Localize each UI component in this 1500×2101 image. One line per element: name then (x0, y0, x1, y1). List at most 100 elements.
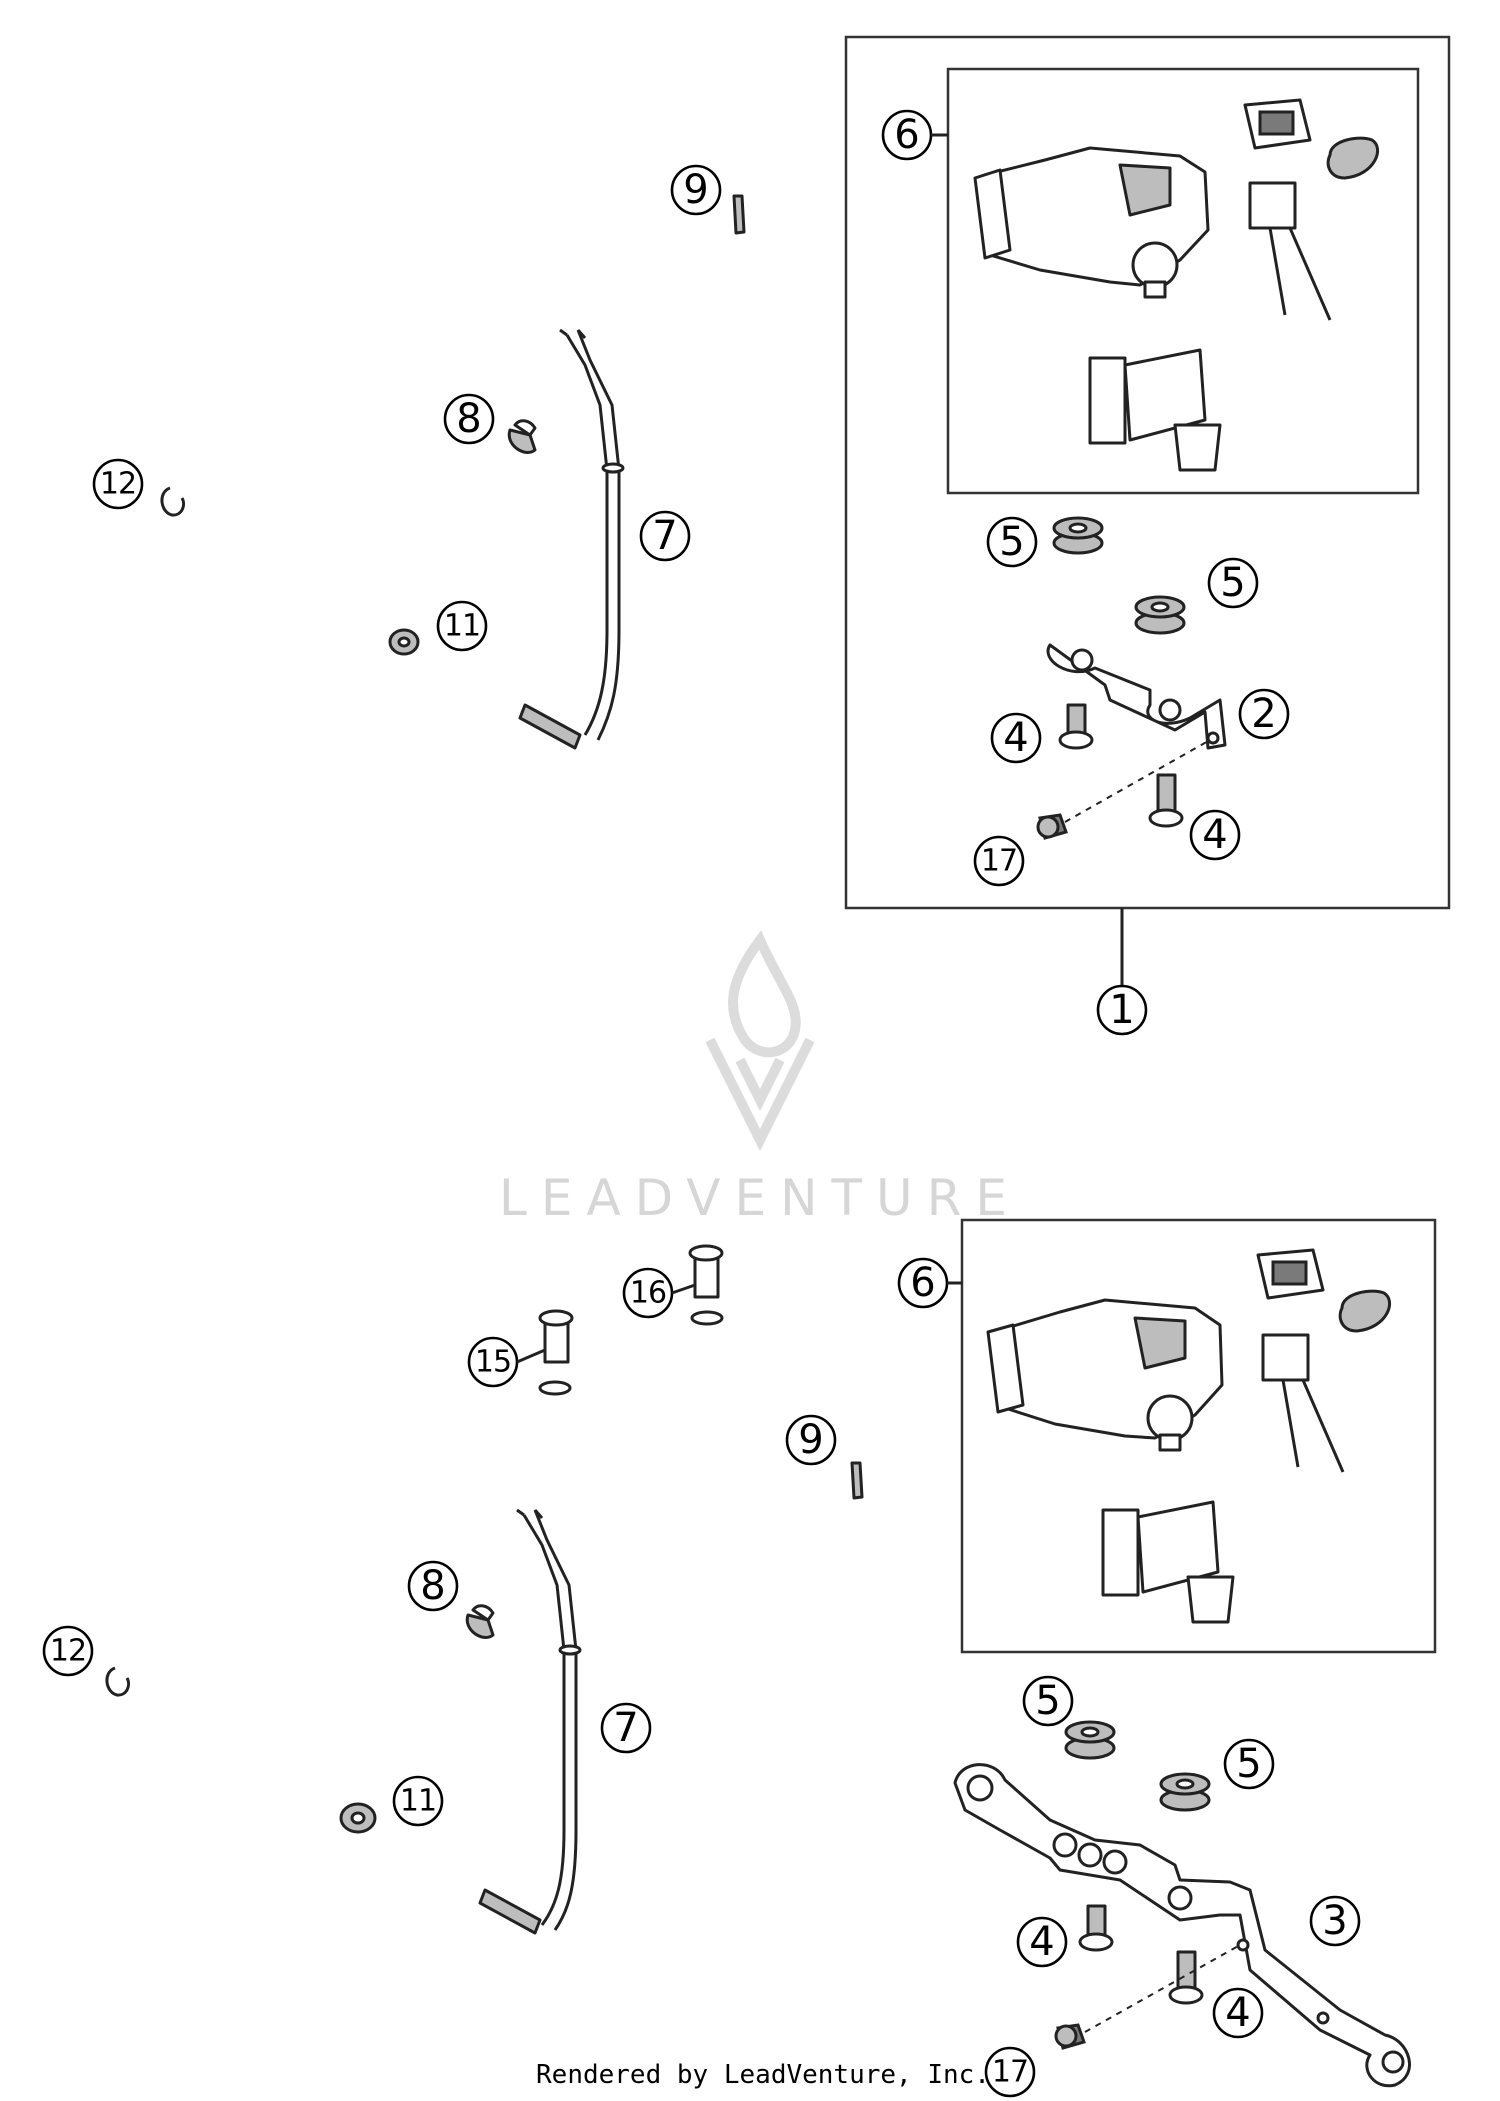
top-display-unit (1243, 98, 1312, 150)
bottom-screw (1054, 2023, 1086, 2050)
bottom-bolt-16 (688, 1244, 724, 1326)
top-callout-5a-label: 5 (999, 519, 1024, 565)
top-callout-8: 8 (443, 393, 495, 445)
bottom-damper-b (1159, 1772, 1211, 1812)
bottom-callout-6-label: 6 (910, 1260, 935, 1306)
bottom-callout-17: 17 (984, 2046, 1036, 2098)
top-callout-4b: 4 (1189, 809, 1241, 861)
top-callout-17-label: 17 (981, 844, 1017, 879)
bottom-pin (850, 1461, 864, 1500)
top-callout-6: 6 (881, 109, 933, 161)
bottom-switch-housing (986, 1298, 1224, 1452)
top-callout-7-label: 7 (652, 513, 677, 559)
bottom-bolt-15 (538, 1309, 574, 1396)
bottom-callout-16-label: 16 (630, 1276, 666, 1311)
watermark-text: LEADVENTURE (499, 1169, 1021, 1227)
top-cable (518, 328, 625, 750)
bottom-callout-3-label: 3 (1322, 1898, 1347, 1944)
bottom-callout-15-label: 15 (475, 1345, 511, 1380)
top-screw-line (1064, 739, 1211, 823)
top-nut (388, 628, 420, 656)
top-connector (1248, 181, 1332, 321)
bottom-callout-11: 11 (392, 1775, 444, 1827)
bottom-callout-4b-label: 4 (1225, 1990, 1250, 2036)
bottom-callout-12: 12 (42, 1625, 94, 1677)
bottom-callout-6: 6 (897, 1257, 949, 1309)
top-callout-5b: 5 (1207, 557, 1259, 609)
bottom-ring (105, 1666, 131, 1697)
top-damper-b (1134, 595, 1186, 635)
top-callout-2-label: 2 (1251, 691, 1276, 737)
top-callout-1-label: 1 (1109, 987, 1134, 1033)
bottom-callout-11-label: 11 (400, 1784, 436, 1819)
bottom-switch-bracket (1101, 1500, 1235, 1624)
top-callout-5a: 5 (986, 516, 1038, 568)
top-callout-5b-label: 5 (1220, 560, 1245, 606)
watermark: LEADVENTURE (499, 930, 1021, 1227)
top-bracket (1046, 643, 1227, 750)
top-callout-4a: 4 (990, 712, 1042, 764)
bottom-callout-4a: 4 (1016, 1916, 1068, 1968)
top-bolt-a (1058, 703, 1094, 750)
bottom-cable (478, 1508, 582, 1935)
footer-credit: Rendered by LeadVenture, Inc. (536, 2060, 990, 2090)
top-damper-a (1052, 516, 1104, 555)
top-switch-bracket (1088, 348, 1222, 472)
top-screw (1036, 813, 1068, 840)
top-callout-9: 9 (670, 164, 722, 216)
bottom-bolt-a (1078, 1904, 1114, 1952)
bottom-connector (1261, 1333, 1345, 1473)
bottom-switch-box (960, 1218, 1437, 1654)
bottom-callout-5a: 5 (1022, 1675, 1074, 1727)
bottom-lens-cover (1338, 1289, 1391, 1333)
top-switch-housing (973, 146, 1210, 299)
bottom-callout-8: 8 (407, 1560, 459, 1612)
top-callout-8-label: 8 (456, 396, 481, 442)
bottom-leader-15 (516, 1348, 546, 1364)
top-bolt-b (1148, 773, 1184, 828)
top-callout-11: 11 (436, 600, 488, 652)
bottom-damper-a (1064, 1720, 1116, 1760)
bottom-callout-5b: 5 (1223, 1738, 1275, 1790)
bottom-callout-7-label: 7 (613, 1705, 638, 1751)
top-callout-12-label: 12 (100, 467, 136, 502)
bottom-callout-5a-label: 5 (1035, 1678, 1060, 1724)
bottom-assembly: 3 4 4 5 5 6 7 8 9 11 12 15 16 17 (42, 1218, 1437, 2098)
top-callout-6-label: 6 (894, 112, 919, 158)
top-callout-12: 12 (92, 458, 144, 510)
top-callout-7: 7 (639, 510, 691, 562)
top-ring (160, 486, 186, 517)
bottom-callout-4a-label: 4 (1029, 1919, 1054, 1965)
top-switch-box (946, 67, 1420, 495)
bottom-callout-4b: 4 (1212, 1987, 1264, 2039)
bottom-callout-16: 16 (622, 1267, 674, 1319)
top-clip (507, 419, 537, 454)
top-assembly: 1 2 4 4 5 5 6 7 8 9 11 12 17 (92, 35, 1451, 1036)
top-pin (732, 194, 746, 235)
bottom-callout-17-label: 17 (992, 2055, 1028, 2090)
top-callout-11-label: 11 (444, 609, 480, 644)
bottom-callout-15: 15 (467, 1336, 519, 1388)
watermark-logo-icon (705, 930, 815, 1152)
bottom-bracket (953, 1763, 1411, 2088)
bottom-callout-9: 9 (785, 1414, 837, 1466)
top-callout-9-label: 9 (683, 167, 708, 213)
bottom-nut (339, 1802, 377, 1834)
top-callout-2: 2 (1238, 688, 1290, 740)
top-callout-17: 17 (973, 835, 1025, 887)
top-callout-4b-label: 4 (1202, 812, 1227, 858)
bottom-screw-line (1084, 1944, 1241, 2033)
bottom-callout-9-label: 9 (798, 1417, 823, 1463)
bottom-callout-8-label: 8 (420, 1563, 445, 1609)
bottom-clip (465, 1604, 495, 1639)
top-assembly-box (844, 35, 1451, 910)
bottom-display-unit (1256, 1248, 1325, 1300)
bottom-callout-7: 7 (600, 1702, 652, 1754)
top-callout-4a-label: 4 (1003, 715, 1028, 761)
bottom-callout-12-label: 12 (50, 1634, 86, 1669)
top-callout-1: 1 (1096, 984, 1148, 1036)
bottom-callout-5b-label: 5 (1236, 1741, 1261, 1787)
bottom-callout-3: 3 (1309, 1895, 1361, 1947)
bottom-leader-16 (671, 1283, 696, 1295)
